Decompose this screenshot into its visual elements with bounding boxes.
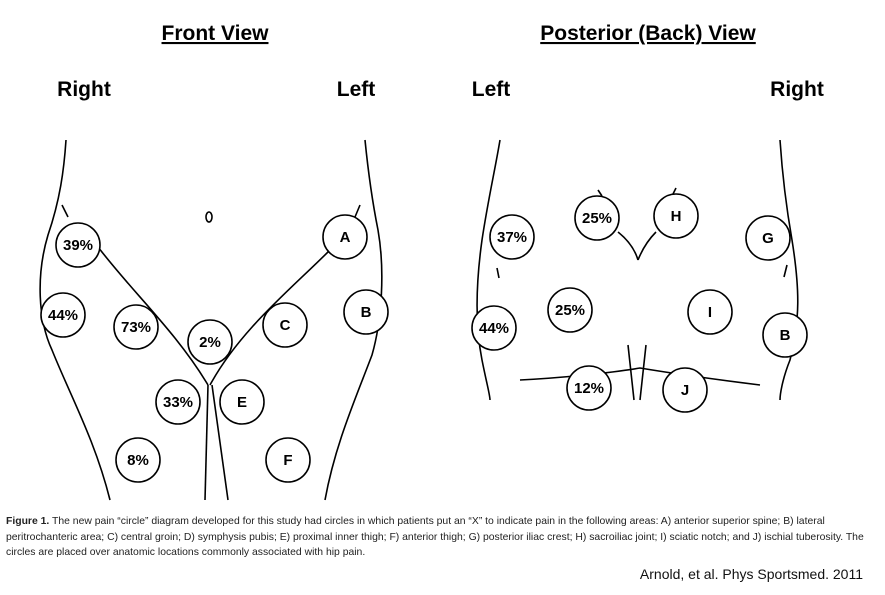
back-left-label: Left: [472, 78, 511, 101]
citation: Arnold, et al. Phys Sportsmed. 2011: [639, 566, 863, 582]
back-pain-circle[interactable]: 25%: [574, 195, 620, 241]
circle-outline: [547, 287, 593, 333]
circle-label: E: [237, 394, 247, 411]
circle-label: 25%: [582, 210, 612, 227]
circle-label: B: [361, 304, 372, 321]
circle-outline: [262, 302, 308, 348]
front-pain-circle[interactable]: B: [343, 289, 389, 335]
circle-label: 73%: [121, 319, 151, 336]
circle-label: 12%: [574, 380, 604, 397]
circle-label: 44%: [48, 307, 78, 324]
circle-outline: [762, 312, 808, 358]
caption-text: The new pain “circle” diagram developed …: [6, 516, 864, 558]
circle-outline: [55, 222, 101, 268]
circle-outline: [574, 195, 620, 241]
front-pain-circle[interactable]: 39%: [55, 222, 101, 268]
back-pain-circle[interactable]: 12%: [566, 365, 612, 411]
circle-label: 33%: [163, 394, 193, 411]
circle-label: 44%: [479, 320, 509, 337]
back-pain-circle[interactable]: 25%: [547, 287, 593, 333]
back-pain-circle[interactable]: G: [745, 215, 791, 261]
circle-label: 37%: [497, 229, 527, 246]
front-pain-circle[interactable]: 2%: [187, 319, 233, 365]
back-pain-circle[interactable]: 44%: [471, 305, 517, 351]
back-pain-circle[interactable]: B: [762, 312, 808, 358]
circle-outline: [745, 215, 791, 261]
circle-outline: [219, 379, 265, 425]
front-right-label: Right: [57, 78, 111, 101]
front-pain-circle[interactable]: F: [265, 437, 311, 483]
circle-outline: [115, 437, 161, 483]
circle-outline: [343, 289, 389, 335]
circle-label: J: [681, 382, 689, 399]
back-right-label: Right: [770, 78, 824, 101]
back-view-title: Posterior (Back) View: [540, 22, 756, 45]
circle-label: A: [340, 229, 351, 246]
front-view-title: Front View: [162, 22, 270, 45]
circle-label: H: [671, 208, 682, 225]
circle-label: 8%: [127, 452, 149, 469]
circle-outline: [40, 292, 86, 338]
back-pain-circle[interactable]: 37%: [489, 214, 535, 260]
pain-circle-diagram: Front View Posterior (Back) View Right L…: [39, 22, 824, 501]
circle-outline: [471, 305, 517, 351]
back-pain-circle[interactable]: H: [653, 193, 699, 239]
front-circles: 39% 44% 73% 2% C A B 33% E 8% F: [40, 214, 389, 483]
front-pain-circle[interactable]: 33%: [155, 379, 201, 425]
circle-label: F: [283, 452, 292, 469]
circle-label: 25%: [555, 302, 585, 319]
circle-label: C: [280, 317, 291, 334]
circle-label: I: [708, 304, 712, 321]
figure-caption: Figure 1. The new pain “circle” diagram …: [6, 514, 878, 561]
back-pain-circle[interactable]: I: [687, 289, 733, 335]
back-circles: 37% 25% H G 25% I 44% B 12% J: [471, 193, 808, 413]
front-left-label: Left: [337, 78, 376, 101]
circle-outline: [687, 289, 733, 335]
circle-outline: [265, 437, 311, 483]
circle-outline: [187, 319, 233, 365]
back-body-outline: [476, 139, 799, 401]
front-pain-circle[interactable]: E: [219, 379, 265, 425]
circle-outline: [113, 304, 159, 350]
front-pain-circle[interactable]: C: [262, 302, 308, 348]
circle-outline: [489, 214, 535, 260]
circle-label: 39%: [63, 237, 93, 254]
front-pain-circle[interactable]: 73%: [113, 304, 159, 350]
circle-label: G: [762, 230, 774, 247]
front-pain-circle[interactable]: 44%: [40, 292, 86, 338]
circle-outline: [322, 214, 368, 260]
circle-outline: [653, 193, 699, 239]
circle-label: B: [780, 327, 791, 344]
back-pain-circle[interactable]: J: [662, 367, 708, 413]
circle-outline: [155, 379, 201, 425]
circle-outline: [662, 367, 708, 413]
front-pain-circle[interactable]: 8%: [115, 437, 161, 483]
figure-label: Figure 1.: [6, 516, 50, 527]
circle-label: 2%: [199, 334, 221, 351]
circle-outline: [566, 365, 612, 411]
front-pain-circle[interactable]: A: [322, 214, 368, 260]
